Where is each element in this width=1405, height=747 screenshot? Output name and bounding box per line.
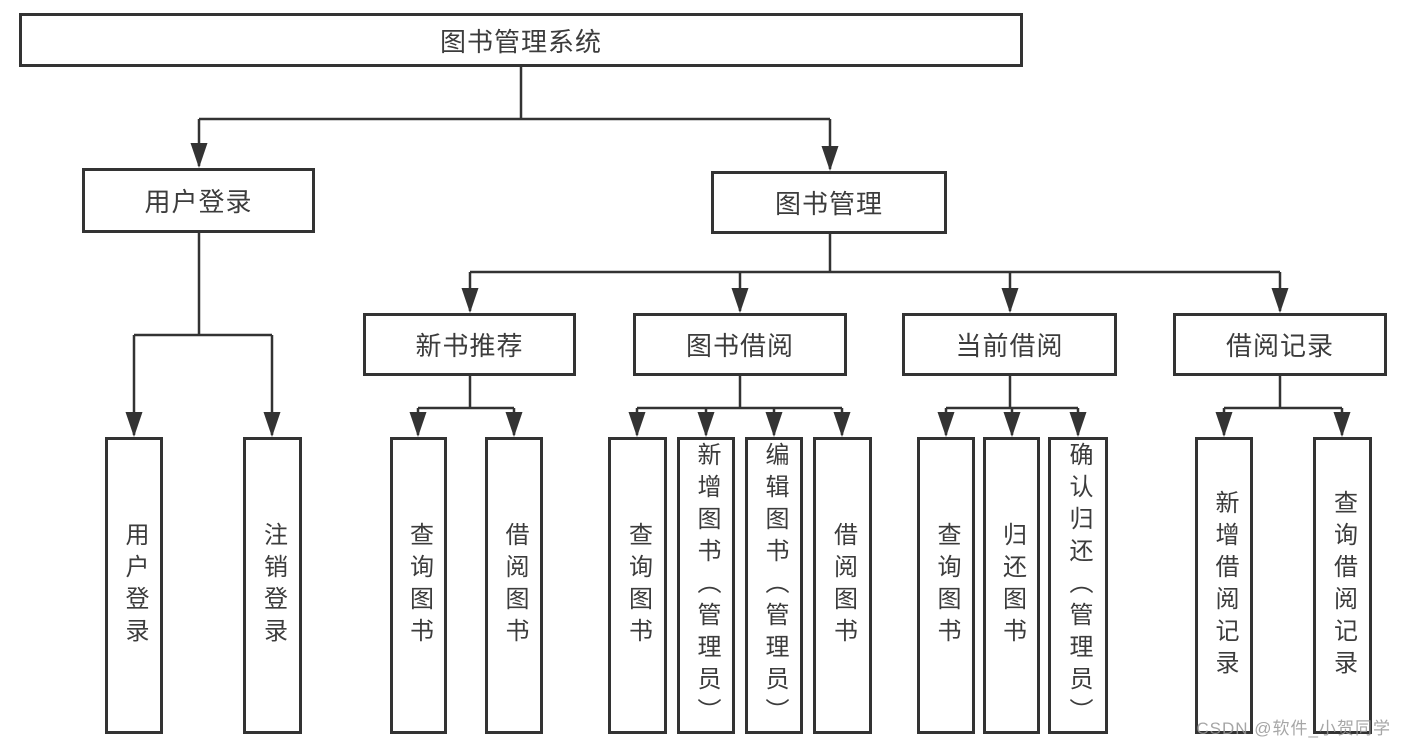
arrowhead-icon bbox=[461, 288, 479, 313]
leaf-label: 借阅图书 bbox=[829, 521, 857, 650]
arrowhead-icon bbox=[1001, 288, 1019, 313]
leaf-user-login: 用户登录 bbox=[105, 437, 163, 734]
node-user-login: 用户登录 bbox=[82, 168, 315, 233]
leaf-label: 查询借阅记录 bbox=[1329, 489, 1357, 682]
connector-records-children bbox=[1222, 376, 1344, 435]
node-label: 图书管理 bbox=[774, 189, 883, 219]
arrowhead-icon bbox=[821, 146, 839, 171]
arrowhead-icon bbox=[1003, 412, 1021, 437]
arrowhead-icon bbox=[731, 288, 749, 313]
node-book-management: 图书管理 bbox=[711, 171, 947, 234]
node-borrowing-records: 借阅记录 bbox=[1173, 313, 1387, 376]
arrowhead-icon bbox=[409, 412, 427, 437]
node-label: 图书管理系统 bbox=[439, 26, 602, 57]
arrowhead-icon bbox=[697, 412, 715, 437]
leaf-label: 新增图书（管理员） bbox=[693, 441, 720, 730]
leaf-edit-book-admin: 编辑图书（管理员） bbox=[745, 437, 803, 734]
arrowhead-icon bbox=[263, 412, 281, 437]
leaf-label: 查询图书 bbox=[933, 521, 960, 650]
arrowhead-icon bbox=[765, 412, 783, 437]
node-current-borrowing: 当前借阅 bbox=[902, 313, 1117, 376]
leaf-query-borrow-record: 查询借阅记录 bbox=[1313, 437, 1372, 734]
arrowhead-icon bbox=[628, 412, 646, 437]
arrowhead-icon bbox=[833, 412, 851, 437]
arrowhead-icon bbox=[1333, 412, 1351, 437]
leaf-label: 借阅图书 bbox=[501, 521, 528, 650]
node-label: 用户登录 bbox=[144, 187, 253, 217]
node-label: 图书借阅 bbox=[685, 331, 794, 361]
leaf-label: 归还图书 bbox=[998, 521, 1026, 650]
leaf-query-books-recommend: 查询图书 bbox=[390, 437, 447, 734]
leaf-label: 编辑图书（管理员） bbox=[761, 441, 788, 730]
leaf-label: 新增借阅记录 bbox=[1211, 489, 1238, 682]
connector-new-book-children bbox=[416, 376, 516, 435]
node-label: 当前借阅 bbox=[955, 331, 1064, 361]
leaf-query-books-borrowing: 查询图书 bbox=[608, 437, 667, 734]
leaf-borrow-books-recommend: 借阅图书 bbox=[485, 437, 543, 734]
connector-root-to-level1 bbox=[197, 67, 832, 169]
leaf-label: 注销登录 bbox=[259, 521, 287, 650]
leaf-confirm-return-admin: 确认归还（管理员） bbox=[1048, 437, 1108, 734]
arrowhead-icon bbox=[125, 412, 143, 437]
leaf-label: 用户登录 bbox=[121, 521, 148, 650]
arrowhead-icon bbox=[1069, 412, 1087, 437]
leaf-add-book-admin: 新增图书（管理员） bbox=[677, 437, 735, 734]
arrowhead-icon bbox=[505, 412, 523, 437]
connector-user-login-children bbox=[132, 233, 274, 435]
leaf-label: 查询图书 bbox=[624, 521, 652, 650]
arrowhead-icon bbox=[937, 412, 955, 437]
leaf-label: 确认归还（管理员） bbox=[1065, 441, 1092, 730]
csdn-watermark: CSDN @软件_小贺同学 bbox=[1196, 719, 1391, 738]
connector-book-mgmt-children bbox=[468, 234, 1282, 311]
leaf-query-books-current: 查询图书 bbox=[917, 437, 975, 734]
leaf-return-books: 归还图书 bbox=[983, 437, 1040, 734]
arrowhead-icon bbox=[1215, 412, 1233, 437]
arrowheads bbox=[125, 143, 1351, 437]
node-library-management-system: 图书管理系统 bbox=[19, 13, 1023, 67]
connector-book-borrow-children bbox=[635, 376, 844, 435]
arrowhead-icon bbox=[190, 143, 208, 168]
node-book-borrowing: 图书借阅 bbox=[633, 313, 847, 376]
leaf-label: 查询图书 bbox=[405, 521, 433, 650]
node-label: 借阅记录 bbox=[1225, 331, 1334, 361]
leaf-add-borrow-record: 新增借阅记录 bbox=[1195, 437, 1253, 734]
node-label: 新书推荐 bbox=[415, 331, 524, 361]
leaf-borrow-books-borrowing: 借阅图书 bbox=[813, 437, 872, 734]
leaf-logout: 注销登录 bbox=[243, 437, 302, 734]
arrowhead-icon bbox=[1271, 288, 1289, 313]
node-new-book-recommendation: 新书推荐 bbox=[363, 313, 576, 376]
